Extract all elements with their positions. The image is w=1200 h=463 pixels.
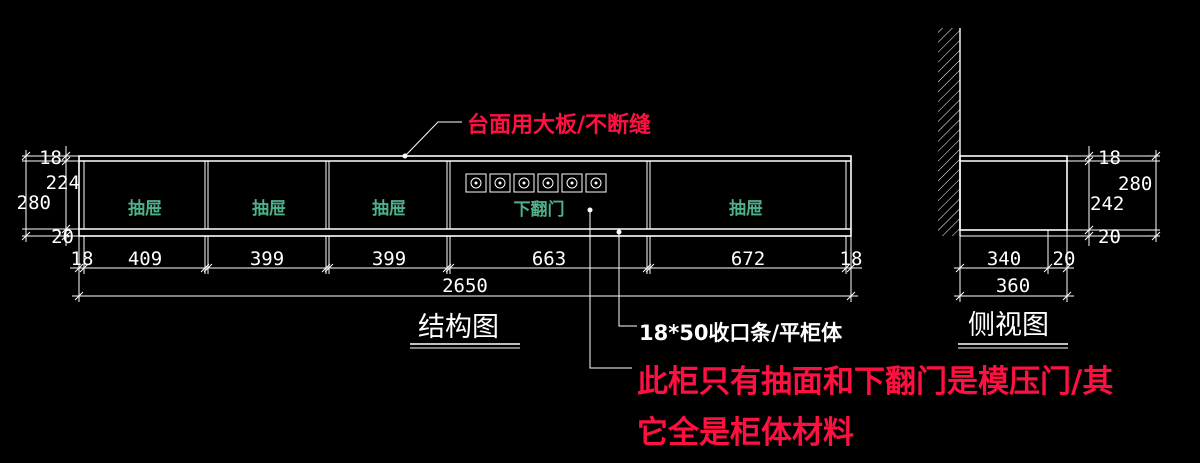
socket-5-pin (570, 181, 574, 185)
socket-2-face (494, 177, 506, 189)
tick (445, 263, 455, 273)
tick (61, 151, 71, 161)
tick (1151, 231, 1161, 241)
dim-v-top: 18 (39, 147, 62, 169)
front-vertical-dims: 18 224 280 20 (17, 146, 80, 248)
wall-hatch (938, 28, 960, 236)
tick (324, 263, 334, 273)
socket-1-face (470, 177, 482, 189)
dim-h-5: 672 (731, 248, 765, 270)
side-cabinet-outline (959, 155, 1068, 231)
dim-v-bottom: 20 (51, 226, 74, 248)
dim-h-left: 18 (71, 248, 94, 270)
socket-3-face (518, 177, 530, 189)
tick (1062, 263, 1072, 273)
tick (1084, 151, 1094, 161)
compartment-frame-3 (328, 160, 448, 230)
side-view: 18 280 242 20 340 20 360 (938, 28, 1161, 302)
tick (61, 231, 71, 241)
cabinet-outline (78, 155, 852, 237)
dim-h-3: 399 (372, 248, 406, 270)
side-dim-v-total: 280 (1118, 173, 1152, 195)
dim-v-total: 280 (17, 192, 51, 214)
tick (1151, 151, 1161, 161)
socket-2-pin (498, 181, 502, 185)
note-remark-line2: 它全是柜体材料 (637, 415, 854, 451)
socket-4-pin (546, 181, 550, 185)
side-dim-v-bottom: 20 (1098, 226, 1121, 248)
tick (955, 263, 965, 273)
dim-h-2: 399 (250, 248, 284, 270)
tick (442, 263, 452, 273)
note-top-board: 台面用大板/不断缝 (467, 112, 651, 138)
tick (21, 231, 31, 241)
compartment-frame-5 (649, 160, 847, 230)
socket-3-pin (522, 181, 526, 185)
note-trim-strip: 18*50收口条/平柜体 (639, 321, 843, 345)
tick (1062, 291, 1072, 301)
dim-overall: 2650 (442, 275, 488, 297)
leader-trim-strip (618, 232, 637, 327)
tick (1084, 231, 1094, 241)
socket-5-face (566, 177, 578, 189)
side-dim-v-inner: 242 (1090, 193, 1124, 215)
tick (841, 263, 851, 273)
tick (61, 156, 71, 166)
socket-6-pin (594, 181, 598, 185)
tick (846, 291, 856, 301)
socket-2-icon (489, 173, 511, 193)
tick (74, 263, 84, 273)
tick (74, 291, 84, 301)
socket-1-pin (474, 181, 478, 185)
socket-6-icon (585, 173, 607, 193)
dim-v-inner: 224 (46, 172, 80, 194)
dim-h-1: 409 (128, 248, 162, 270)
front-horizontal-dims: 18 409 399 399 663 672 18 2650 (70, 236, 862, 302)
side-dim-h-depth: 340 (987, 248, 1021, 270)
compartment-frame-4 (449, 160, 648, 230)
tick (1043, 263, 1053, 273)
tick (203, 263, 213, 273)
front-view-title: 结构图 (418, 312, 499, 343)
tick (79, 263, 89, 273)
tick (21, 151, 31, 161)
leader-top-board (404, 121, 462, 157)
side-view-title: 侧视图 (968, 310, 1049, 341)
front-cabinet (78, 153, 852, 237)
leader-remark (589, 210, 632, 369)
socket-4-icon (537, 173, 559, 193)
tick (1084, 156, 1094, 166)
side-dim-h-gap: 20 (1053, 248, 1076, 270)
note-remark-line1: 此柜只有抽面和下翻门是模压门/其 (637, 364, 1113, 400)
leaders (404, 121, 637, 369)
tick (955, 291, 965, 301)
socket-6-face (590, 177, 602, 189)
compartment-frame-1 (83, 160, 206, 230)
side-dim-h-total: 360 (996, 275, 1030, 297)
tick (61, 224, 71, 234)
drawer-label: 抽屉 (128, 198, 162, 219)
dim-h-4: 663 (532, 248, 566, 270)
drawer-label: 抽屉 (372, 198, 406, 219)
socket-3-icon (513, 173, 535, 193)
socket-4-face (542, 177, 554, 189)
drawer-label: 抽屉 (729, 198, 763, 219)
dim-h-right: 18 (840, 248, 863, 270)
tick (1084, 225, 1094, 235)
socket-panel (465, 173, 607, 193)
tick (645, 263, 655, 273)
drawer-label: 抽屉 (252, 198, 286, 219)
compartment-frame-2 (207, 160, 327, 230)
tick (321, 263, 331, 273)
tick (846, 263, 856, 273)
flip-door-label: 下翻门 (514, 199, 565, 220)
tick (200, 263, 210, 273)
side-dim-v-top: 18 (1098, 147, 1121, 169)
compartment-labels: 抽屉 抽屉 抽屉 下翻门 抽屉 (128, 198, 763, 220)
tick (642, 263, 652, 273)
socket-1-icon (465, 173, 487, 193)
socket-5-icon (561, 173, 583, 193)
